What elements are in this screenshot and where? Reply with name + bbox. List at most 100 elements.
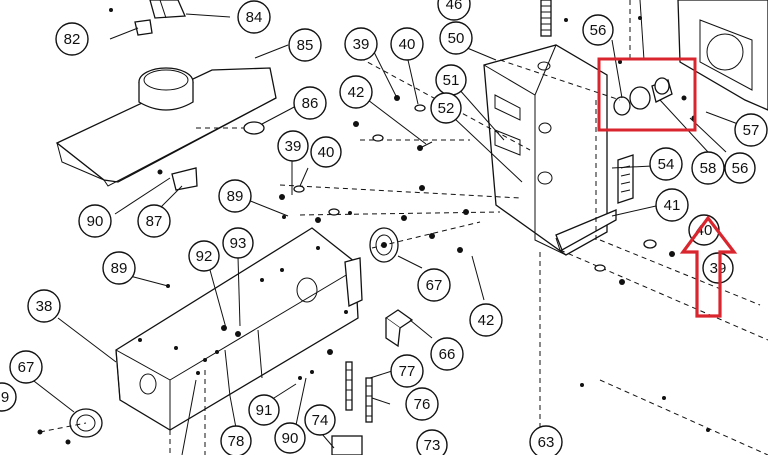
svg-text:91: 91 — [256, 402, 273, 419]
svg-text:39: 39 — [710, 260, 727, 277]
svg-text:67: 67 — [18, 359, 35, 376]
part-38-main-frame — [115, 227, 363, 431]
svg-text:78: 78 — [228, 433, 245, 450]
callout-84: 84 — [237, 0, 271, 34]
callout-39-right: 39 — [702, 252, 734, 284]
svg-text:90: 90 — [87, 213, 104, 230]
callout-52: 52 — [430, 92, 462, 124]
callout-54: 54 — [649, 147, 683, 181]
svg-text:82: 82 — [64, 31, 81, 48]
callout-38: 38 — [27, 289, 61, 323]
callout-90-bottom: 90 — [274, 422, 306, 454]
svg-text:39: 39 — [353, 36, 370, 53]
part-87-bracket — [157, 167, 198, 191]
callout-51: 51 — [435, 64, 467, 96]
part-85-dust-hood — [55, 67, 277, 187]
svg-text:85: 85 — [297, 37, 314, 54]
callout-40-right: 40 — [688, 214, 720, 246]
part-82-clip — [109, 8, 153, 36]
svg-text:52: 52 — [438, 100, 455, 117]
callout-86: 86 — [293, 86, 327, 120]
svg-text:58: 58 — [700, 160, 717, 177]
svg-text:66: 66 — [439, 346, 456, 363]
part-86-knob — [196, 121, 265, 135]
svg-text:56: 56 — [590, 22, 607, 39]
svg-text:50: 50 — [448, 30, 465, 47]
svg-text:92: 92 — [196, 248, 213, 265]
callout-82: 82 — [55, 22, 89, 56]
callout-85: 85 — [288, 28, 322, 62]
svg-text:89: 89 — [111, 260, 128, 277]
svg-text:76: 76 — [414, 396, 431, 413]
svg-text:84: 84 — [246, 9, 263, 26]
callout-41: 41 — [655, 188, 689, 222]
callout-39-left: 39 — [277, 130, 309, 162]
callout-56-top: 56 — [582, 14, 614, 46]
svg-text:40: 40 — [696, 222, 713, 239]
callout-78: 78 — [220, 425, 252, 455]
svg-text:38: 38 — [36, 298, 53, 315]
callout-73: 73 — [416, 429, 448, 455]
callout-50: 50 — [439, 21, 473, 55]
callout-40-top: 40 — [390, 27, 424, 61]
part-57-mounting-plate — [677, 0, 768, 111]
callout-93: 93 — [222, 227, 254, 259]
fasteners — [166, 16, 710, 455]
svg-text:63: 63 — [538, 434, 555, 451]
svg-text:40: 40 — [318, 144, 335, 161]
callout-40-left: 40 — [310, 136, 342, 168]
callout-56-bottom: 56 — [724, 152, 756, 184]
callout-9: 9 — [0, 382, 17, 412]
svg-text:40: 40 — [399, 36, 416, 53]
highlight-arrow-up — [679, 215, 738, 318]
callout-39-top: 39 — [344, 27, 378, 61]
callout-90-top: 90 — [78, 204, 112, 238]
part-46-spring — [540, 0, 552, 37]
highlight-box — [597, 57, 697, 132]
callout-67-right: 67 — [417, 268, 451, 302]
callout-42-top: 42 — [339, 75, 373, 109]
part-54-scale-plate — [617, 154, 634, 204]
callout-76: 76 — [405, 387, 439, 421]
callout-58: 58 — [691, 151, 725, 185]
part-67-bearing-left — [37, 408, 103, 445]
svg-text:54: 54 — [658, 156, 675, 173]
callout-89-left: 89 — [102, 251, 136, 285]
callout-91: 91 — [248, 394, 280, 426]
callout-74: 74 — [304, 404, 336, 436]
part-41-gearbox-housing — [483, 44, 617, 256]
callout-46: 46 — [437, 0, 471, 21]
callout-77: 77 — [390, 354, 424, 388]
svg-text:56: 56 — [732, 160, 749, 177]
svg-text:51: 51 — [443, 72, 460, 89]
assembly-center-lines — [39, 0, 768, 455]
part-84-bracket — [149, 0, 186, 19]
part-66-angle-bracket — [384, 309, 414, 348]
part-58-shaft-coupling — [613, 77, 697, 121]
callout-92: 92 — [188, 240, 220, 272]
svg-text:89: 89 — [227, 188, 244, 205]
svg-text:42: 42 — [348, 84, 365, 101]
callout-66: 66 — [430, 337, 464, 371]
svg-text:57: 57 — [743, 122, 760, 139]
svg-text:73: 73 — [424, 437, 441, 454]
svg-text:41: 41 — [664, 197, 681, 214]
callout-87: 87 — [137, 204, 171, 238]
callout-42-bottom: 42 — [469, 303, 503, 337]
callout-57: 57 — [734, 113, 768, 147]
callout-89-top: 89 — [218, 179, 252, 213]
svg-text:87: 87 — [146, 213, 163, 230]
svg-text:77: 77 — [399, 363, 416, 380]
svg-text:46: 46 — [446, 0, 463, 13]
svg-text:86: 86 — [302, 95, 319, 112]
leader-lines — [29, 0, 739, 455]
svg-text:74: 74 — [312, 412, 329, 429]
callout-63: 63 — [529, 425, 563, 455]
svg-text:93: 93 — [230, 235, 247, 252]
svg-text:42: 42 — [478, 312, 495, 329]
svg-text:9: 9 — [1, 389, 9, 406]
svg-text:90: 90 — [282, 430, 299, 447]
svg-text:39: 39 — [285, 138, 302, 155]
callout-67-left: 67 — [9, 350, 43, 384]
